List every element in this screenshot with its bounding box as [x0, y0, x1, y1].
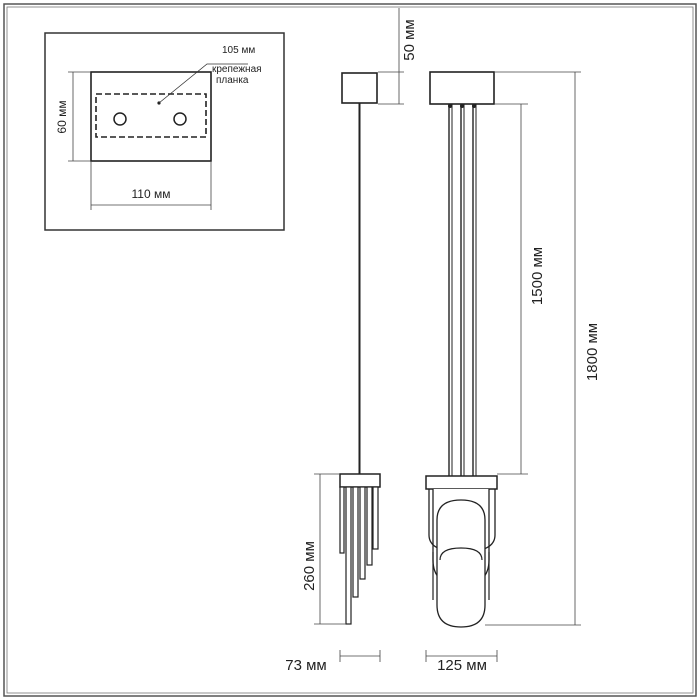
front-rod-joint-3 — [472, 104, 476, 108]
side-holder — [339, 473, 381, 488]
side-tube-3 — [359, 486, 366, 580]
mounting-strip — [95, 93, 207, 138]
side-view: 260 мм 73 мм — [285, 72, 381, 674]
front-view: 125 мм — [425, 71, 498, 674]
canopy-height-label: 50 мм — [401, 19, 418, 60]
rod-length-label: 1500 мм — [529, 247, 546, 305]
side-width-label: 73 мм — [285, 657, 326, 674]
mount-plate-height-label: 60 мм — [55, 100, 69, 133]
side-tube-4 — [366, 486, 373, 566]
mount-plate — [90, 71, 212, 162]
strip-label-line1: крепежная — [212, 64, 262, 75]
front-shade-front — [436, 499, 486, 628]
side-tube-6 — [339, 486, 345, 554]
strip-label-line2: планка — [216, 75, 249, 86]
total-height-label: 1800 мм — [584, 323, 601, 381]
mount-plate-inset: 105 мм крепежная планка 60 мм 110 мм — [44, 32, 285, 231]
front-rod-joint-1 — [448, 104, 452, 108]
front-holder — [425, 475, 498, 490]
outer-frame-inner — [6, 6, 694, 694]
strip-leader-line — [158, 63, 248, 104]
shade-height-label: 260 мм — [301, 541, 318, 591]
front-width-label: 125 мм — [437, 657, 487, 674]
outer-frame — [3, 3, 697, 697]
mount-hole-right — [173, 112, 187, 126]
strip-length-label: 105 мм — [222, 45, 255, 56]
side-canopy — [341, 72, 378, 104]
mount-hole-left — [113, 112, 127, 126]
side-tube-5 — [372, 486, 379, 550]
front-shade-middle — [439, 547, 483, 561]
side-tube-2 — [352, 486, 359, 598]
front-rod-joint-2 — [460, 104, 464, 108]
front-canopy — [429, 71, 495, 105]
mount-plate-width-label: 110 мм — [132, 187, 171, 201]
side-tube-1 — [345, 486, 352, 625]
